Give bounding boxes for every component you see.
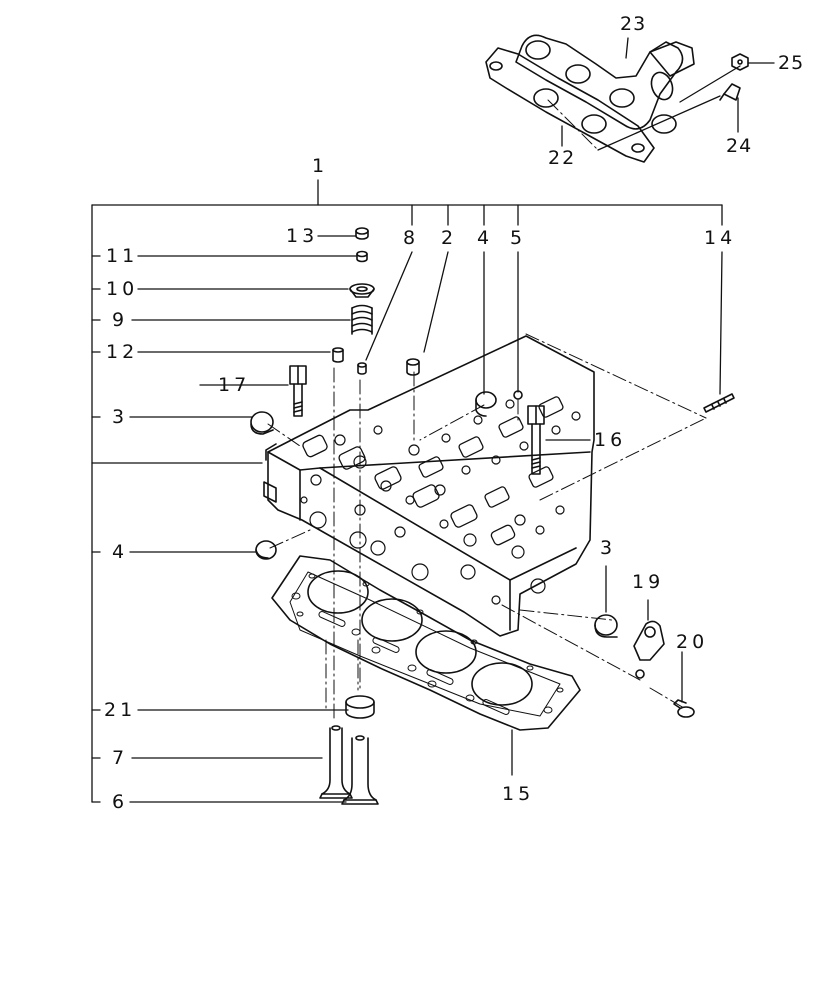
callout-10: 10: [106, 278, 139, 300]
callout-22: 22: [548, 147, 577, 169]
cylinder-head: [263, 335, 595, 637]
callout-14: 14: [704, 227, 737, 249]
callout-4-left: 4: [112, 541, 129, 563]
callout-8: 8: [403, 227, 420, 249]
callout-16: 16: [594, 429, 627, 451]
exhaust-manifold: [485, 34, 695, 163]
callout-9: 9: [112, 309, 129, 331]
callout-4-top: 4: [477, 227, 494, 249]
callout-21: 21: [104, 699, 137, 721]
head-gasket: [271, 555, 581, 731]
callout-19: 19: [632, 571, 665, 593]
callout-25: 25: [778, 52, 805, 74]
callout-3-left: 3: [112, 406, 129, 428]
callout-7: 7: [112, 747, 129, 769]
callout-12: 12: [106, 341, 139, 363]
callout-1: 1: [312, 155, 329, 177]
manifold-fasteners: [719, 53, 749, 101]
callout-5: 5: [510, 227, 527, 249]
callout-3-right: 3: [600, 537, 617, 559]
leader-lines: [91, 37, 775, 803]
callout-15: 15: [502, 783, 535, 805]
callout-11: 11: [106, 245, 139, 267]
callout-17: 17: [218, 374, 251, 396]
callout-6: 6: [112, 791, 129, 813]
valves: [319, 725, 379, 805]
callout-23: 23: [620, 13, 647, 35]
callout-24: 24: [726, 135, 753, 157]
callout-2: 2: [441, 227, 458, 249]
valve-parts: [250, 227, 618, 719]
lifting-eye: [633, 620, 665, 679]
callout-13: 13: [286, 225, 319, 247]
callout-20: 20: [676, 631, 709, 653]
